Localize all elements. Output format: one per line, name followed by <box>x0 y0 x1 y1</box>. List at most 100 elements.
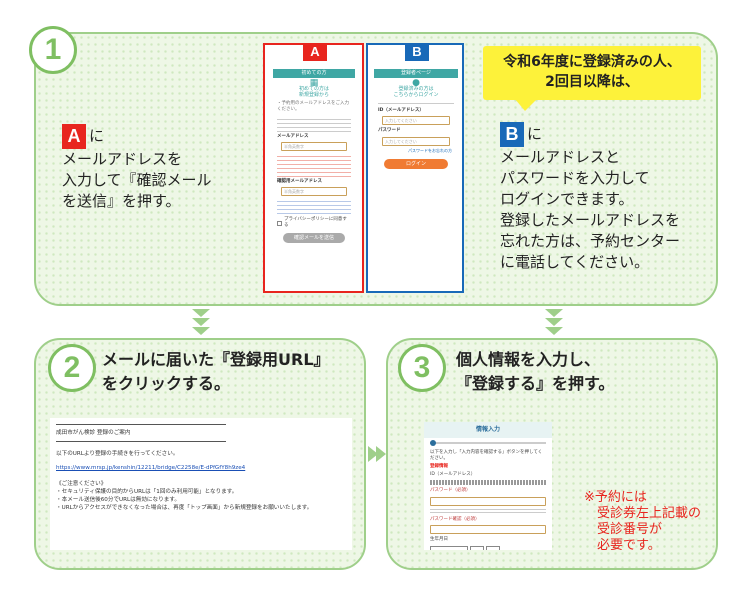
progress-dot-icon <box>430 440 436 446</box>
form-section: 登録情報 <box>430 464 448 469</box>
step1-number: 1 <box>29 26 77 74</box>
down-arrow-icon <box>192 309 210 317</box>
forgot-password-link[interactable]: パスワードをお忘れの方 <box>408 148 452 153</box>
badge-a: A <box>62 124 86 149</box>
email-subject: 成田市がん検診 登録のご案内 <box>56 430 131 436</box>
callout-line: 2回目以降は、 <box>545 74 639 90</box>
note-line: 必要です。 <box>597 538 661 553</box>
step3-title: 個人情報を入力し、 『登録する』を押す。 <box>456 348 614 396</box>
step2-title-line: をクリックする。 <box>102 374 231 393</box>
screen-b-heading: こちらからログイン <box>393 92 439 98</box>
screen-a-label: A <box>303 43 327 61</box>
screen-a-heading: 初めての方は <box>298 86 329 92</box>
instruction-a-line: メールアドレスを <box>62 150 183 168</box>
callout-tail <box>515 99 537 111</box>
instruction-b-line: メールアドレスと <box>500 148 621 166</box>
email-body: 以下のURLより登録の手続きを行ってください。 <box>56 451 179 457</box>
form-header: 情報入力 <box>424 422 552 438</box>
email-note-title: 《ご注意ください》 <box>56 481 107 487</box>
email-confirm-input[interactable]: 半角英数字 <box>281 187 347 196</box>
email-confirm-label: 確認用メールアドレス <box>277 179 322 184</box>
id-input[interactable]: 入力してください <box>382 116 450 125</box>
screen-b-frame: B 登録者ページ ● 登録済みの方は こちらからログイン ID（メールアドレス）… <box>366 43 464 293</box>
screen-b-label: B <box>405 43 429 61</box>
email-note: ・URLからアクセスができなくなった場合は、再度「トップ画面」から新規登録をお願… <box>56 505 313 511</box>
down-arrow-icon <box>192 327 210 335</box>
form-email-label: ID（メールアドレス） <box>430 472 476 477</box>
instruction-b-line: ログインできます。 <box>500 190 634 208</box>
screen-a-text-lines <box>277 116 351 132</box>
screen-a-heading: 新規登録から <box>298 92 329 98</box>
checkbox-icon[interactable] <box>277 220 282 226</box>
email-note: ・セキュリティ保護の目的からURLは「1回のみ利用可能」となります。 <box>56 489 238 495</box>
step3-number: 3 <box>398 344 446 392</box>
down-arrow-icon <box>192 318 210 326</box>
step3-title-line: 『登録する』を押す。 <box>456 374 615 393</box>
instruction-a-line: 入力して『確認メール <box>62 171 212 189</box>
callout-line: 令和6年度に登録済みの人、 <box>503 54 681 70</box>
form-dob-label: 生年月日 <box>430 537 448 542</box>
register-icon: ▦ <box>309 78 319 88</box>
step3-title-line: 個人情報を入力し、 <box>456 350 601 369</box>
right-arrow-icon <box>368 446 378 462</box>
instruction-b-line: に電話してください。 <box>500 253 650 271</box>
dob-day-select[interactable] <box>486 546 500 550</box>
progress-bar <box>430 440 546 446</box>
form-text-lines <box>430 507 546 515</box>
email-divider <box>56 424 226 425</box>
password-label: パスワード <box>378 128 401 133</box>
screen-a-mock: 初めての方 ▦ 初めての方は 新規登録から ・予約用のメールアドレスをご入力くだ… <box>273 69 355 287</box>
dob-month-select[interactable] <box>470 546 484 550</box>
instruction-a: A に メールアドレスを 入力して『確認メール を送信』を押す。 <box>62 124 212 212</box>
form-password-confirm-input[interactable] <box>430 525 546 534</box>
user-icon: ● <box>412 78 420 88</box>
right-arrow-icon <box>376 446 386 462</box>
down-arrow-icon <box>545 318 563 326</box>
login-button[interactable]: ログイン <box>384 159 448 169</box>
email-input[interactable]: 半角英数字 <box>281 142 347 151</box>
badge-a-suffix: に <box>89 127 105 145</box>
callout-bubble: 令和6年度に登録済みの人、 2回目以降は、 <box>483 46 701 100</box>
form-email-value <box>430 480 546 485</box>
reservation-note: ※予約には 受診券左上記載の 受診番号が 必要です。 <box>584 490 701 554</box>
dob-year-select[interactable] <box>430 546 468 550</box>
screen-a-warning-lines <box>277 153 351 177</box>
step2-title: メールに届いた『登録用URL』 をクリックする。 <box>102 348 330 396</box>
screen-a-intro: ・予約用のメールアドレスをご入力ください。 <box>277 101 349 112</box>
screen-b-text-lines <box>378 100 454 106</box>
send-confirm-mail-button[interactable]: 確認メールを送信 <box>283 233 345 243</box>
instruction-b-line: 忘れた方は、予約センター <box>500 232 681 250</box>
form-preview: 情報入力 以下を入力し「入力内容を確認する」ボタンを押してください。 登録情報 … <box>424 422 552 550</box>
screen-b-header: 登録者ページ <box>374 69 458 78</box>
email-divider <box>56 441 226 442</box>
instruction-b-line: パスワードを入力して <box>500 169 650 187</box>
form-caption: 以下を入力し「入力内容を確認する」ボタンを押してください。 <box>430 450 543 461</box>
email-preview: 成田市がん検診 登録のご案内 以下のURLより登録の手続きを行ってください。 h… <box>50 418 352 550</box>
email-note: ・本メール送信後60分でURLは無効になります。 <box>56 497 180 503</box>
email-label: メールアドレス <box>277 134 309 139</box>
screen-b-mock: 登録者ページ ● 登録済みの方は こちらからログイン ID（メールアドレス） 入… <box>374 69 458 197</box>
registration-url-link[interactable]: https://www.mrsp.jp/kenshin/12211/bridge… <box>56 465 246 471</box>
step2-title-line: メールに届いた『登録用URL』 <box>102 350 330 369</box>
badge-b: B <box>500 122 524 147</box>
screen-a-header: 初めての方 <box>273 69 355 78</box>
down-arrow-icon <box>545 327 563 335</box>
agree-checkbox[interactable]: プライバシーポリシーに同意する <box>277 217 351 229</box>
note-line: 受診券左上記載の <box>597 506 702 521</box>
note-line: 受診番号が <box>597 522 663 537</box>
screen-b-heading: 登録済みの方は <box>398 86 434 92</box>
form-password-input[interactable] <box>430 497 546 506</box>
form-password-label: パスワード（必須） <box>430 488 471 493</box>
screen-a-link-lines <box>277 198 351 214</box>
instruction-b: B に メールアドレスと パスワードを入力して ログインできます。 登録したメー… <box>500 122 680 273</box>
id-label: ID（メールアドレス） <box>378 108 424 113</box>
badge-b-suffix: に <box>527 125 543 143</box>
step2-number: 2 <box>48 344 96 392</box>
instruction-a-line: を送信』を押す。 <box>62 192 181 210</box>
password-input[interactable]: 入力してください <box>382 137 450 146</box>
form-password-confirm-label: パスワード確認（必須） <box>430 517 480 522</box>
instruction-b-line: 登録したメールアドレスを <box>500 211 681 229</box>
note-line: ※予約には <box>584 490 647 505</box>
screen-a-frame: A 初めての方 ▦ 初めての方は 新規登録から ・予約用のメールアドレスをご入力… <box>263 43 364 293</box>
agree-text: プライバシーポリシーに同意する <box>283 217 347 228</box>
